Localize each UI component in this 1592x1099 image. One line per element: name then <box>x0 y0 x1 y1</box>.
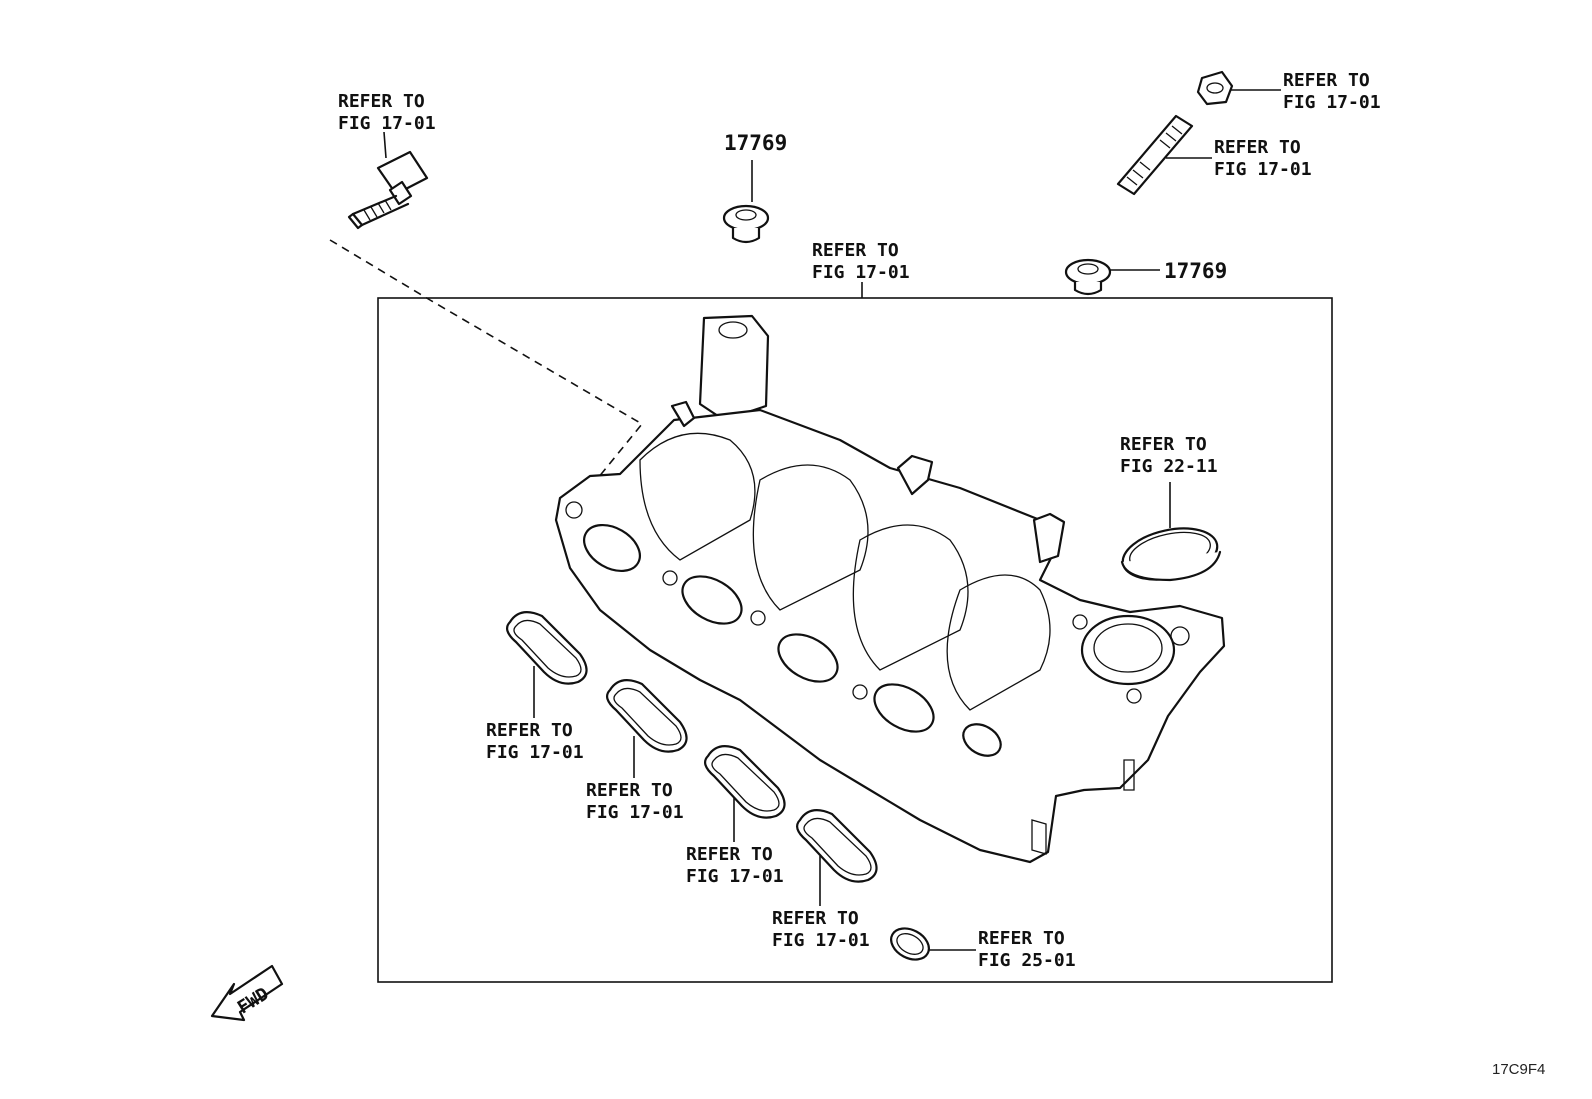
flange-bolt[interactable] <box>347 150 429 230</box>
callout-manifold-line1: REFER TO <box>812 240 899 261</box>
o-ring-small[interactable] <box>886 922 934 966</box>
o-ring-large[interactable] <box>1118 521 1222 588</box>
callout-nut-line1: REFER TO <box>1283 70 1370 91</box>
callout-manifold-line2: FIG 17-01 <box>812 262 910 283</box>
callout-bolt-left-line2: FIG 17-01 <box>338 113 436 134</box>
callout-oring-large-line1: REFER TO <box>1120 434 1207 455</box>
callout-oring-large-line2: FIG 22-11 <box>1120 456 1218 477</box>
grommet-right[interactable] <box>1064 258 1112 296</box>
callout-nut-line2: FIG 17-01 <box>1283 92 1381 113</box>
assembly-frame <box>377 297 1333 983</box>
bolt-leader-line <box>383 131 387 159</box>
callout-gasket-2-line2: FIG 17-01 <box>586 802 684 823</box>
fwd-arrow-icon <box>210 964 284 1022</box>
port-gasket-4[interactable] <box>796 809 878 883</box>
grommet-top[interactable] <box>722 204 770 244</box>
callout-oring-small-line2: FIG 25-01 <box>978 950 1076 971</box>
callout-bolt-left-line1: REFER TO <box>338 91 425 112</box>
callout-gasket-4-line1: REFER TO <box>772 908 859 929</box>
top-nut[interactable] <box>1196 70 1234 106</box>
intake-manifold[interactable] <box>554 314 1226 864</box>
port-gasket-3[interactable] <box>704 745 786 819</box>
callout-gasket-3-line2: FIG 17-01 <box>686 866 784 887</box>
callout-gasket-1-line2: FIG 17-01 <box>486 742 584 763</box>
stud-bolt[interactable] <box>1116 114 1194 196</box>
part-number-grommet-right: 17769 <box>1164 259 1227 283</box>
callout-gasket-4-line2: FIG 17-01 <box>772 930 870 951</box>
callout-gasket-3-line1: REFER TO <box>686 844 773 865</box>
callout-gasket-2-line1: REFER TO <box>586 780 673 801</box>
callout-stud-line2: FIG 17-01 <box>1214 159 1312 180</box>
callout-oring-small-line1: REFER TO <box>978 928 1065 949</box>
callout-gasket-1-line1: REFER TO <box>486 720 573 741</box>
bolt-dashed-path <box>329 239 644 479</box>
part-number-grommet-top: 17769 <box>724 131 787 155</box>
port-gasket-1[interactable] <box>506 611 588 685</box>
port-gasket-2[interactable] <box>606 679 688 753</box>
figure-code: 17C9F4 <box>1492 1061 1545 1078</box>
callout-stud-line1: REFER TO <box>1214 137 1301 158</box>
